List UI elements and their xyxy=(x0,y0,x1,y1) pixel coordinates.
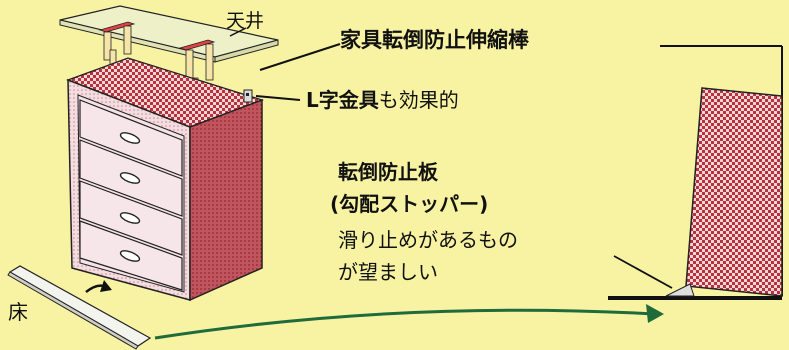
bracket-label: L字金具も効果的 xyxy=(306,90,459,110)
floor-label: 床 xyxy=(8,300,28,324)
bracket-label-bold: L字金具 xyxy=(306,88,379,112)
l-bracket xyxy=(243,89,253,103)
bracket-label-rest: も効果的 xyxy=(378,88,459,112)
plate-subtitle: (勾配ストッパー) xyxy=(330,192,489,216)
plate-title: 転倒防止板 xyxy=(338,160,438,184)
leader-bracket xyxy=(255,95,301,101)
chest-of-drawers xyxy=(66,57,264,302)
tension-rod-label: 家具転倒防止伸縮棒 xyxy=(340,28,529,52)
ceiling-label: 天井 xyxy=(226,10,265,32)
leader-plate-note xyxy=(613,255,673,289)
plate-note-line-1: 滑り止めがあるもの xyxy=(338,228,518,252)
detail-view xyxy=(608,45,783,300)
leader-tension-rod xyxy=(259,43,341,71)
ceiling-panel xyxy=(59,5,279,63)
detail-arrow xyxy=(154,308,656,340)
floor-stopper-plate xyxy=(7,265,152,350)
small-arrow-head xyxy=(100,280,112,292)
detail-arrow-head xyxy=(646,304,664,323)
plate-note-line-2: が望ましい xyxy=(338,260,438,284)
leader-ceiling xyxy=(229,27,247,37)
